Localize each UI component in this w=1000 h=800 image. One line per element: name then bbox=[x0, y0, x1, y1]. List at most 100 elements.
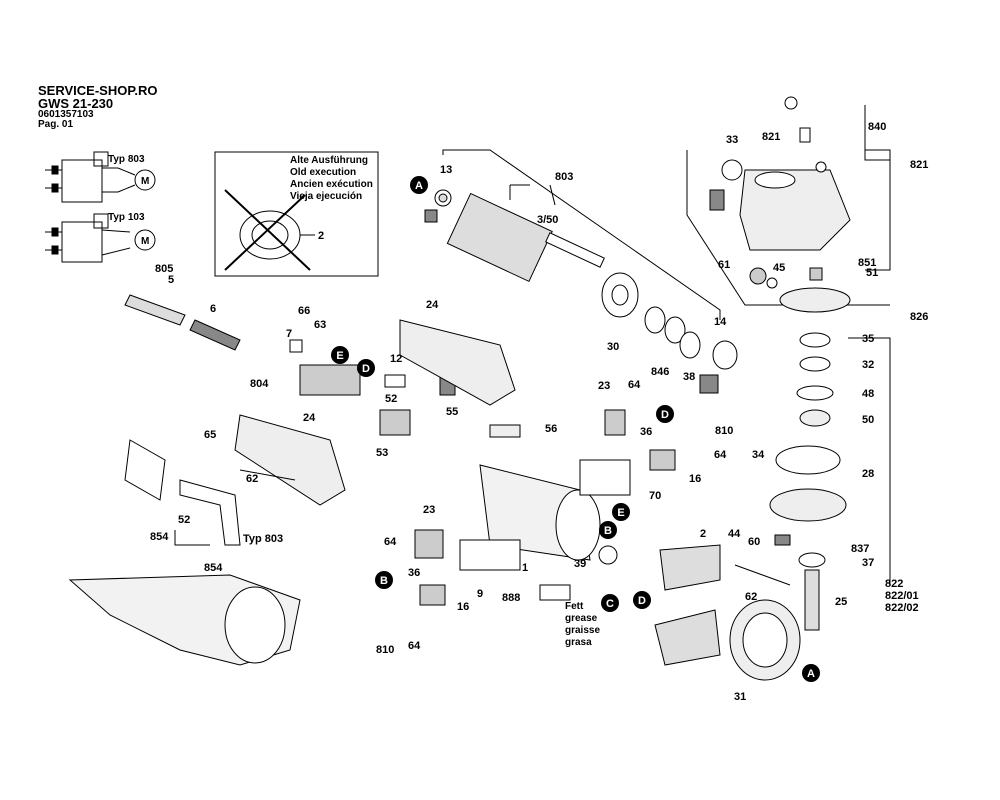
marker-b-mid: B bbox=[599, 521, 617, 539]
svg-text:D: D bbox=[362, 363, 370, 375]
part-label-35: 35 bbox=[862, 333, 874, 345]
svg-text:B: B bbox=[380, 575, 388, 587]
part-label-3-50: 3/50 bbox=[537, 214, 558, 226]
part-label-16-a: 16 bbox=[689, 473, 701, 485]
site-title: SERVICE-SHOP.RO bbox=[38, 83, 158, 98]
part-label-64-c: 64 bbox=[384, 536, 397, 548]
part-label-854-b: 854 bbox=[204, 562, 223, 574]
marker-e-top: E bbox=[331, 346, 349, 364]
field-coil-drawing bbox=[598, 544, 801, 681]
cord-and-switch-drawing bbox=[124, 294, 456, 436]
part-label-32: 32 bbox=[862, 359, 874, 371]
armature-group-bracket bbox=[442, 149, 721, 320]
bearing-parts bbox=[601, 272, 738, 394]
motor-housing-drawing bbox=[414, 409, 676, 606]
part-label-25: 25 bbox=[835, 596, 847, 608]
motor-symbol-803: M bbox=[141, 176, 149, 187]
part-label-39: 39 bbox=[574, 558, 586, 570]
part-labels: 13 803 3/50 14 30 846 38 33 821 840 821 … bbox=[150, 121, 928, 703]
svg-text:A: A bbox=[807, 668, 815, 680]
old-execution-box bbox=[214, 151, 379, 277]
armature-drawing bbox=[424, 189, 605, 283]
marker-a-top: A bbox=[410, 176, 428, 194]
part-label-55: 55 bbox=[446, 406, 458, 418]
marker-d-mid: D bbox=[656, 405, 674, 423]
old-exec-line-en: Old execution bbox=[290, 167, 356, 178]
part-label-826: 826 bbox=[910, 311, 928, 323]
grease-line-de: Fett bbox=[565, 601, 584, 612]
part-label-45: 45 bbox=[773, 262, 785, 274]
marker-e-mid: E bbox=[612, 503, 630, 521]
part-label-65: 65 bbox=[204, 429, 216, 441]
part-label-16-b: 16 bbox=[457, 601, 469, 613]
svg-text:D: D bbox=[661, 409, 669, 421]
old-exec-line-de: Alte Ausführung bbox=[290, 155, 368, 166]
part-label-61: 61 bbox=[718, 259, 730, 271]
part-label-851: 851 bbox=[858, 257, 876, 269]
old-exec-line-fr: Ancien exécution bbox=[290, 179, 373, 190]
part-label-24-a: 24 bbox=[426, 299, 439, 311]
part-label-24-b: 24 bbox=[303, 412, 316, 424]
header: SERVICE-SHOP.RO GWS 21-230 0601357103 Pa… bbox=[38, 84, 157, 130]
part-label-52-b: 52 bbox=[178, 514, 190, 526]
part-label-14: 14 bbox=[714, 316, 727, 328]
part-label-837: 837 bbox=[851, 543, 869, 555]
part-label-62-a: 62 bbox=[246, 473, 258, 485]
part-label-64-b: 64 bbox=[714, 449, 727, 461]
part-label-51: 51 bbox=[866, 267, 878, 279]
part-label-52-a: 52 bbox=[385, 393, 397, 405]
typ-803-handle-label: Typ 803 bbox=[243, 533, 283, 545]
part-label-846: 846 bbox=[651, 366, 669, 378]
marker-c-bottom: C bbox=[601, 594, 619, 612]
part-label-64-d: 64 bbox=[408, 640, 421, 652]
svg-text:E: E bbox=[336, 350, 343, 362]
part-label-9: 9 bbox=[477, 588, 483, 600]
part-label-821-a: 821 bbox=[762, 131, 780, 143]
part-label-810-a: 810 bbox=[715, 425, 733, 437]
part-label-37: 37 bbox=[862, 557, 874, 569]
grease-line-es: grasa bbox=[565, 637, 592, 648]
part-label-30: 30 bbox=[607, 341, 619, 353]
old-exec-line-es: Vieja ejecución bbox=[290, 191, 362, 202]
handle-housing-drawing bbox=[124, 319, 516, 546]
part-number: 0601357103 bbox=[38, 109, 94, 120]
part-label-805: 805 bbox=[155, 263, 173, 275]
part-label-888: 888 bbox=[502, 592, 520, 604]
part-label-50: 50 bbox=[862, 414, 874, 426]
spindle-bracket bbox=[848, 337, 891, 585]
part-label-56: 56 bbox=[545, 423, 557, 435]
svg-text:E: E bbox=[617, 507, 624, 519]
svg-text:B: B bbox=[604, 525, 612, 537]
part-label-36-a: 36 bbox=[640, 426, 652, 438]
marker-b-left: B bbox=[375, 571, 393, 589]
part-label-810-b: 810 bbox=[376, 644, 394, 656]
part-label-2: 2 bbox=[700, 528, 706, 540]
part-label-1: 1 bbox=[522, 562, 528, 574]
part-label-48: 48 bbox=[862, 388, 874, 400]
part-label-53: 53 bbox=[376, 447, 388, 459]
part-label-64-a: 64 bbox=[628, 379, 641, 391]
svg-text:C: C bbox=[606, 598, 614, 610]
part-label-66: 66 bbox=[298, 305, 310, 317]
part-label-63: 63 bbox=[314, 319, 326, 331]
typ-103-label: Typ 103 bbox=[108, 212, 145, 223]
part-label-23-a: 23 bbox=[598, 380, 610, 392]
typ-803-label: Typ 803 bbox=[108, 154, 145, 165]
grease-line-fr: graisse bbox=[565, 625, 600, 636]
part-label-840: 840 bbox=[868, 121, 886, 133]
part-label-12: 12 bbox=[390, 353, 402, 365]
part-label-5: 5 bbox=[168, 274, 174, 286]
marker-d-bottom: D bbox=[633, 591, 651, 609]
part-label-854-a: 854 bbox=[150, 531, 169, 543]
part-label-60: 60 bbox=[748, 536, 760, 548]
part-label-31: 31 bbox=[734, 691, 746, 703]
part-label-821-b: 821 bbox=[910, 159, 928, 171]
part-label-822-02: 822/02 bbox=[885, 602, 919, 614]
part-label-34: 34 bbox=[752, 449, 765, 461]
part-label-44: 44 bbox=[728, 528, 741, 540]
part-label-7: 7 bbox=[286, 328, 292, 340]
svg-text:A: A bbox=[415, 180, 423, 192]
svg-text:D: D bbox=[638, 595, 646, 607]
part-label-23-b: 23 bbox=[423, 504, 435, 516]
part-label-36-b: 36 bbox=[408, 567, 420, 579]
